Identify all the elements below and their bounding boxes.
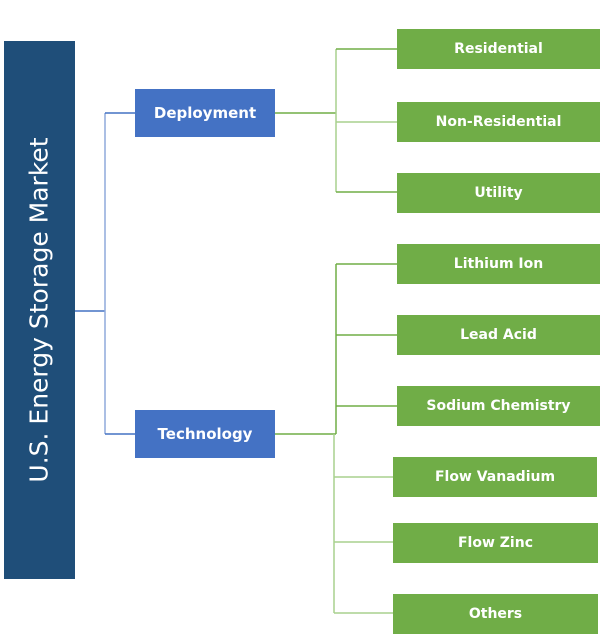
category-node-deployment: Deployment [135, 89, 275, 137]
leaf-node-lead-acid: Lead Acid [397, 315, 600, 355]
leaf-node-residential: Residential [397, 29, 600, 69]
leaf-node-flow-zinc: Flow Zinc [393, 523, 598, 563]
leaf-node-others: Others [393, 594, 598, 634]
root-node [4, 41, 75, 579]
root-node-label: U.S. Energy Storage Market [24, 137, 54, 483]
leaf-node-non-residential: Non-Residential [397, 102, 600, 142]
leaf-node-lithium-ion: Lithium Ion [397, 244, 600, 284]
category-node-technology: Technology [135, 410, 275, 458]
leaf-node-sodium-chemistry: Sodium Chemistry [397, 386, 600, 426]
leaf-node-utility: Utility [397, 173, 600, 213]
leaf-node-flow-vanadium: Flow Vanadium [393, 457, 597, 497]
